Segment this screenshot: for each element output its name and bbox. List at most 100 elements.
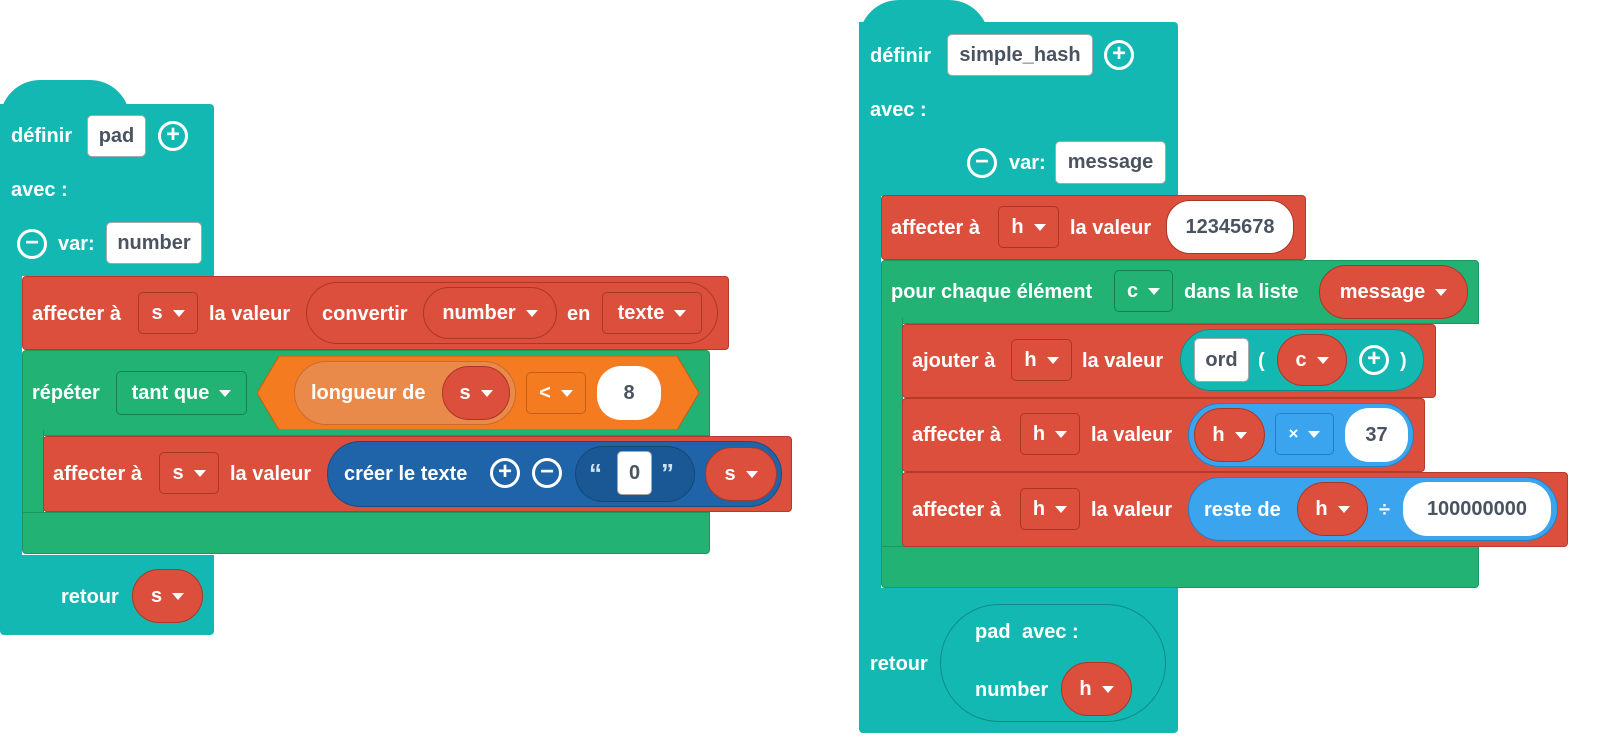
dropdown-arrow-icon [1234,431,1247,439]
hash-assign3-mid: la valeur [1091,499,1173,521]
hash-call-name: pad [975,621,1011,643]
hash-foreach-list[interactable]: message [1319,265,1468,319]
hash-assign1-value[interactable]: 12345678 [1166,200,1294,254]
pad-remove-param-icon[interactable] [17,229,47,259]
hash-define-label: définir [870,45,932,67]
pad-convert-arg[interactable]: number [423,287,557,339]
dropdown-arrow-icon [172,592,185,600]
hash-call-avec: avec : [1022,621,1079,643]
hash-return-label: retour [870,653,928,675]
hash-add-var: h [1024,348,1037,371]
pad-convert-label: convertir [322,303,408,325]
dropdown-arrow-icon [1055,505,1068,513]
hash-assign1-prefix: affecter à [891,217,980,239]
pad-repeat-rail [22,430,44,520]
pad-assign2-var-dropdown[interactable]: s [159,452,219,494]
pad-assign1-var: s [151,301,163,324]
hash-assign3-prefix: affecter à [912,499,1001,521]
pad-length-label: longueur de [311,382,426,404]
hash-multiply-op: × [1288,424,1299,443]
pad-assign2-mid: la valeur [230,463,312,485]
pad-compare-op-dropdown[interactable]: < [526,372,586,414]
hash-assign3-var-dropdown[interactable]: h [1020,488,1080,530]
pad-compare-value[interactable]: 8 [597,366,661,420]
hash-foreach-footer [881,546,1479,588]
hash-avec-label: avec : [870,99,927,121]
pad-return-var-label: s [150,584,163,607]
hash-assign2-var: h [1032,422,1046,445]
hash-ord-paren-open: ( [1258,350,1265,372]
hash-ord-paren-close: ) [1400,350,1407,372]
dropdown-arrow-icon [1055,430,1068,438]
pad-text-field[interactable]: 0 [617,451,652,495]
pad-quote-close: ” [661,458,674,488]
pad-name-field[interactable]: pad [87,115,146,157]
dropdown-arrow-icon [1148,287,1161,295]
hash-call-arg-label: h [1079,677,1092,700]
dropdown-arrow-icon [745,470,758,478]
hash-multiply-op-dropdown[interactable]: × [1275,413,1334,455]
hash-assign2-prefix: affecter à [912,424,1001,446]
pad-convert-en: en [567,303,591,325]
dropdown-arrow-icon [193,469,206,477]
hash-assign1-var: h [1011,215,1024,238]
hash-add-prefix: ajouter à [912,350,996,372]
hash-remove-param-icon[interactable] [967,148,997,178]
pad-repeat-footer [22,512,710,554]
dropdown-arrow-icon [172,309,185,317]
pad-param-field[interactable]: number [106,222,202,264]
hash-foreach-label: pour chaque élément [891,281,1093,303]
hash-foreach-list-label: message [1339,280,1426,303]
pad-left-rail [0,270,22,560]
pad-define-label: définir [11,125,73,147]
pad-length-var[interactable]: s [442,366,510,420]
hash-ord-arg-label: c [1295,348,1307,371]
pad-add-param-icon[interactable] [158,121,188,151]
hash-param-field[interactable]: message [1055,141,1166,184]
hash-call-arg[interactable]: h [1061,662,1132,716]
hash-ord-arg[interactable]: c [1277,334,1347,386]
hash-add-mid: la valeur [1082,350,1164,372]
pad-create-add-icon[interactable] [490,458,520,488]
hash-add-var-dropdown[interactable]: h [1011,339,1072,381]
hash-var-label: var: [1009,152,1046,174]
pad-create-var2-label: s [724,462,736,485]
hash-assign2-var-dropdown[interactable]: h [1020,413,1080,455]
dropdown-arrow-icon [1046,356,1059,364]
hash-add-param-icon[interactable] [1104,40,1134,70]
pad-convert-type-dropdown[interactable]: texte [602,292,702,334]
pad-create-var2[interactable]: s [705,447,777,501]
dropdown-arrow-icon [219,389,232,397]
pad-assign1-prefix: affecter à [32,303,121,325]
hash-name-field[interactable]: simple_hash [947,34,1093,76]
hash-remainder-label: reste de [1204,499,1281,521]
hash-foreach-var-dropdown[interactable]: c [1114,270,1173,312]
pad-compare-op: < [539,381,551,404]
pad-repeat-mode: tant que [131,381,210,404]
dropdown-arrow-icon [1033,223,1046,231]
pad-assign1-var-dropdown[interactable]: s [138,292,198,334]
hash-remainder-left-label: h [1315,497,1328,520]
hash-remainder-left[interactable]: h [1297,482,1368,536]
hash-remainder-div: ÷ [1379,499,1390,521]
dropdown-arrow-icon [560,389,573,397]
hash-multiply-right[interactable]: 37 [1345,408,1408,462]
pad-create-remove-icon[interactable] [532,458,562,488]
pad-quote-open: “ [589,458,602,488]
hash-remainder-right[interactable]: 100000000 [1403,482,1551,536]
hash-assign3-var: h [1032,497,1046,520]
hash-multiply-left[interactable]: h [1194,408,1265,462]
pad-length-var-label: s [459,381,471,404]
hash-ord-add-icon[interactable] [1359,345,1389,375]
hash-foreach-rail [881,318,903,553]
pad-repeat-mode-dropdown[interactable]: tant que [116,371,247,415]
hash-assign1-var-dropdown[interactable]: h [998,206,1059,248]
dropdown-arrow-icon [1316,356,1329,364]
hash-ord-field[interactable]: ord [1194,338,1249,382]
pad-convert-type: texte [617,301,665,324]
pad-assign2-prefix: affecter à [53,463,142,485]
pad-return-var[interactable]: s [132,569,203,623]
dropdown-arrow-icon [1337,505,1350,513]
pad-assign1-mid: la valeur [209,303,291,325]
hash-foreach-in-label: dans la liste [1184,281,1299,303]
